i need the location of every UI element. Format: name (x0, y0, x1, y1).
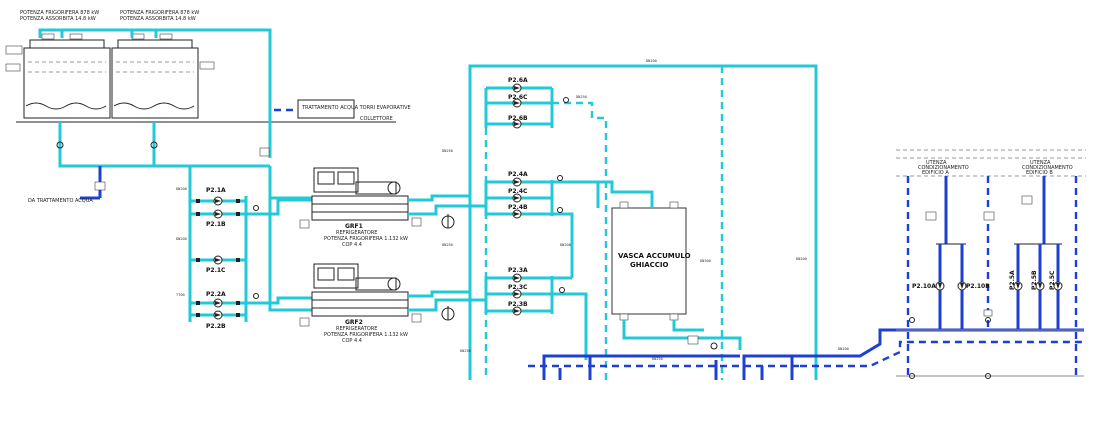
pipe-tag-2: DN250 (576, 95, 587, 99)
pump-p2-4c[interactable]: P2.4C (486, 188, 552, 203)
chilled-water-distribution: DN250 DN200 (528, 328, 1084, 380)
pump-p2-1b-label: P2.1B (206, 221, 226, 228)
pump-p2-3c[interactable]: P2.3C (486, 284, 552, 299)
grf1-name: GRF1 (345, 223, 363, 230)
pump-p2-10a-label: P2.10A (912, 283, 936, 290)
grf2-line3: COP 4.4 (342, 338, 362, 344)
user-collectors (896, 309, 1084, 379)
pump-p2-6c[interactable]: P2.6C (486, 94, 552, 108)
pipe-tag-7: DN250 (442, 243, 453, 247)
water-treatment-inlet: DA TRATTAMENTO ACQUA (28, 198, 93, 204)
user-b-line3: EDIFICIO B (1026, 170, 1053, 176)
grf1-line2: POTENZA FRIGORIFERA 1.132 kW (324, 236, 408, 242)
user-b-line2: CONDIZIONAMENTO (1022, 165, 1073, 171)
pump-p2-4c-label: P2.4C (508, 188, 528, 195)
user-pump-group-b: P2.5A P2.5B P2.5C (1009, 243, 1063, 330)
pump-p2-6a[interactable]: P2.6A (486, 77, 552, 93)
pump-p2-6b-label: P2.6B (508, 115, 528, 122)
pump-group-p2-3: P2.3A P2.3C P2.3B (484, 267, 588, 360)
pump-p2-5c[interactable]: P2.5C (1049, 270, 1063, 291)
tower-right-title: POTENZA FRIGORIFERA 878 kW (120, 10, 199, 16)
pump-p2-10b[interactable]: P2.10B (957, 281, 990, 291)
condenser-pump-group: P2.1A P2.1B P2.1C P2.2A P2.2B (188, 164, 270, 330)
pipe-tag-1: DN200 (646, 59, 657, 63)
pump-p2-3c-label: P2.3C (508, 284, 528, 291)
pipe-tag-11: DN300 (700, 259, 711, 263)
ice-circuit-frame: DN200 (468, 59, 818, 380)
condenser-header (246, 147, 312, 327)
ice-storage-tank[interactable]: VASCA ACCUMULO GHIACCIO (596, 182, 742, 350)
pump-p2-3b-label: P2.3B (508, 301, 528, 308)
cooling-towers: POTENZA FRIGORIFERA 878 kW POTENZA ASSOR… (5, 10, 396, 123)
pipe-tag-9: DN200 (176, 187, 187, 191)
pipe-tag-5: DN200 (838, 347, 849, 351)
pump-p2-10a[interactable]: P2.10A (912, 281, 945, 291)
grf2-line2: POTENZA FRIGORIFERA 1.132 kW (324, 332, 408, 338)
pump-p2-5b[interactable]: P2.5B (1031, 270, 1045, 291)
pump-p2-3a-label: P2.3A (508, 267, 528, 274)
pipe-tag-10: DN200 (176, 237, 187, 241)
pump-p2-3b[interactable]: P2.3B (486, 301, 552, 316)
pipe-tags: DN250 DN250 DN250 DN200 DN200 DN300 DN20… (176, 149, 807, 353)
user-a-line3: EDIFICIO A (922, 170, 949, 176)
pump-p2-5c-label: P2.5C (1049, 270, 1056, 290)
user-pump-group-a: P2.10A P2.10B (912, 243, 990, 330)
pump-p2-6c-label: P2.6C (508, 94, 528, 101)
user-b-line1: UTENZA (1030, 160, 1051, 166)
pump-group-p2-6: P2.6A P2.6C P2.6B DN250 (484, 77, 608, 380)
tank-line2: GHIACCIO (630, 261, 669, 269)
pump-p2-6a-label: P2.6A (508, 77, 528, 84)
cooling-tower-1 (23, 47, 111, 119)
chiller-grf2[interactable]: GRF2 REFRIGERATORE POTENZA FRIGORIFERA 1… (311, 263, 409, 344)
pump-p2-1c-label: P2.1C (206, 267, 226, 274)
pump-p2-5a-label: P2.5A (1009, 270, 1016, 290)
water-treatment: TRATTAMENTO ACQUA TORRI EVAPORATIVE DA T… (28, 99, 411, 204)
pump-p2-4a-label: P2.4A (508, 171, 528, 178)
user-section: UTENZA CONDIZIONAMENTO EDIFICIO A UTENZA… (896, 149, 1086, 380)
pipe-tag-4: DN250 (652, 357, 663, 361)
water-treatment-label: TRATTAMENTO ACQUA TORRI EVAPORATIVE (301, 105, 411, 111)
grf1-line1: REFRIGERATORE (336, 230, 377, 236)
pump-p2-10b-label: P2.10B (966, 283, 990, 290)
water-treatment-box (297, 99, 355, 119)
grf2-name: GRF2 (345, 319, 363, 326)
tower-left-title: POTENZA FRIGORIFERA 878 kW (20, 10, 99, 16)
user-a-line1: UTENZA (926, 160, 947, 166)
tower-left-subtitle: POTENZA ASSORBITA 14.8 kW (20, 16, 96, 22)
pipe-tag-12: DN200 (796, 257, 807, 261)
pump-p2-4b-label: P2.4B (508, 204, 528, 211)
tower-supply-header (38, 28, 272, 168)
pump-p2-3a[interactable]: P2.3A (486, 267, 552, 283)
collector-label: COLLETTORE (360, 116, 393, 122)
pipe-tag-8: DN250 (460, 349, 471, 353)
cooling-tower-2 (111, 47, 199, 119)
pump-p2-2b-label: P2.2B (206, 323, 226, 330)
grf1-line3: COP 4.4 (342, 242, 362, 248)
tank-line1: VASCA ACCUMULO (618, 252, 691, 260)
pump-p2-5b-label: P2.5B (1031, 270, 1038, 290)
pump-p2-1a-label: P2.1A (206, 187, 226, 194)
pump-p2-4b[interactable]: P2.4B (486, 204, 552, 219)
pump-p2-2a-label: P2.2A (206, 291, 226, 298)
evaporator-header (408, 194, 486, 323)
tower-right-subtitle: POTENZA ASSORBITA 14.8 kW (120, 16, 196, 22)
pump-p2-4a[interactable]: P2.4A (486, 171, 552, 187)
pump-p2-5a[interactable]: P2.5A (1009, 270, 1023, 291)
pump-p2-6b[interactable]: P2.6B (486, 115, 552, 129)
chiller-grf1[interactable]: GRF1 REFRIGERATORE POTENZA FRIGORIFERA 1… (311, 167, 409, 248)
pipe-tag-6: DN250 (442, 149, 453, 153)
pipe-tag-3: DN200 (560, 243, 571, 247)
grf2-line1: REFRIGERATORE (336, 326, 377, 332)
instrument-tag: TT00 (176, 293, 185, 297)
user-a-line2: CONDIZIONAMENTO (918, 165, 969, 171)
